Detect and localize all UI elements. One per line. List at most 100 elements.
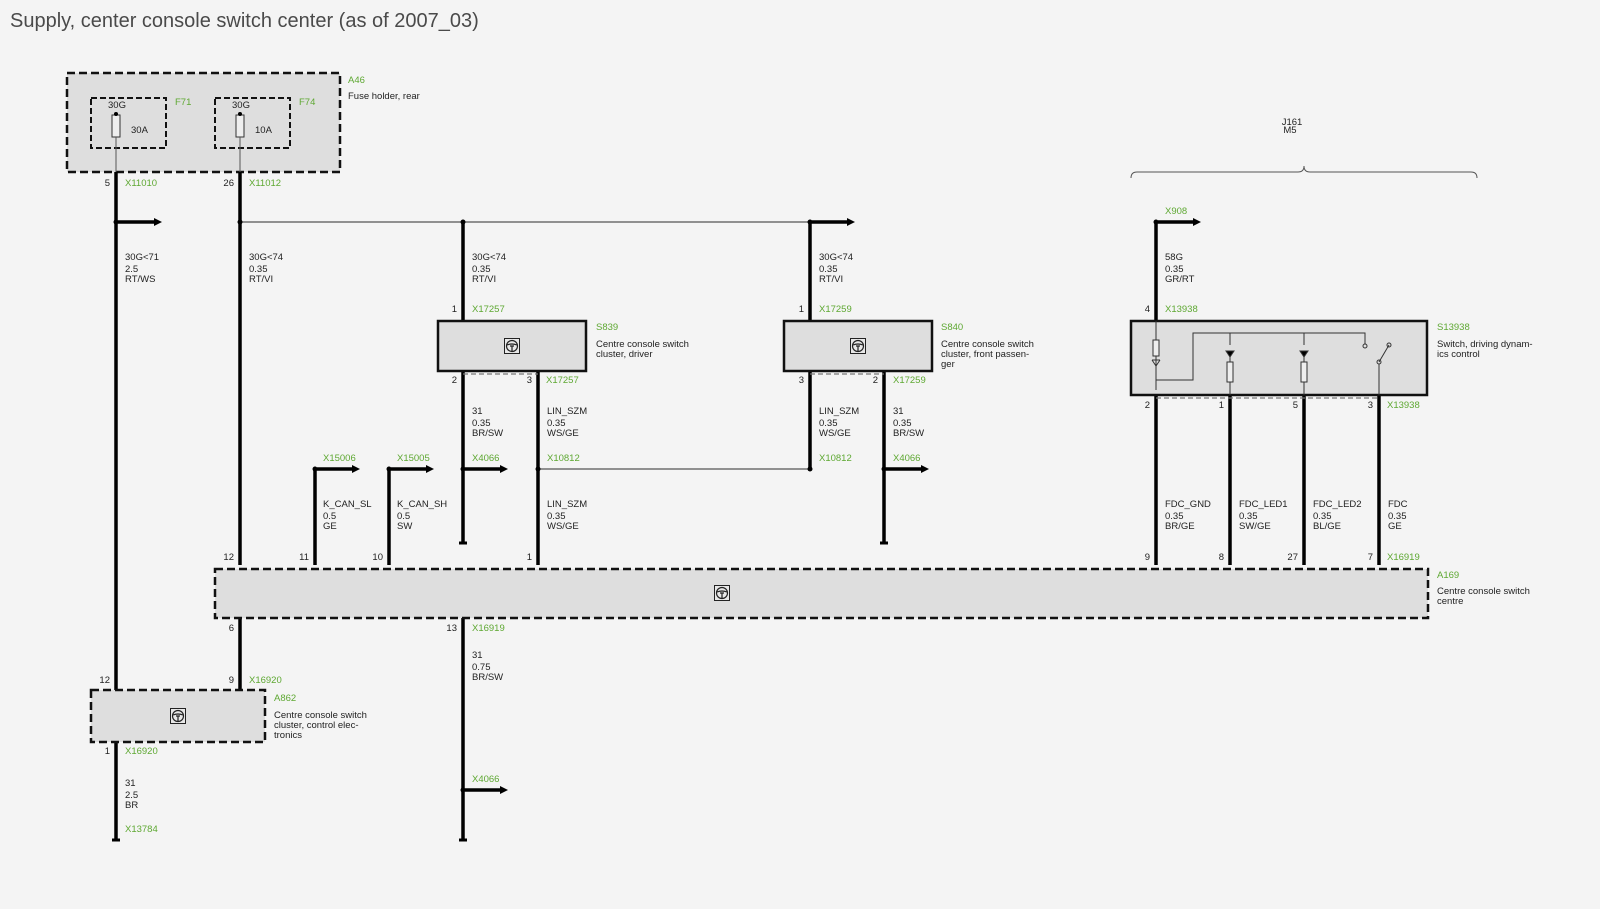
pin-number: 2 — [873, 375, 878, 386]
wire-color-label: SW — [397, 521, 412, 532]
junction-dots — [113, 219, 1159, 793]
pin-number: 2 — [1145, 400, 1150, 411]
component-desc-s13938: Switch, driving dynam- — [1437, 339, 1533, 350]
wire-signal-label: LIN_SZM — [819, 406, 859, 417]
pin-number: 1 — [527, 552, 532, 563]
pin-number: 3 — [799, 375, 804, 386]
wire-signal-label: 58G — [1165, 252, 1183, 263]
component-s13938[interactable] — [1129, 319, 1429, 399]
wire-size-label: 0.35 — [547, 511, 566, 522]
component-id-a862: A862 — [274, 693, 296, 704]
wire-color-label: BR/SW — [472, 428, 503, 439]
wire-size-label: 0.75 — [472, 662, 491, 673]
wire-signal-label: 31 — [893, 406, 904, 417]
connector-label: X13784 — [125, 824, 158, 835]
component-desc-s840: ger — [941, 359, 955, 370]
connector-label: X13938 — [1165, 304, 1198, 315]
connector-label: X11012 — [249, 178, 281, 189]
wire-signal-label: LIN_SZM — [547, 499, 587, 510]
pin-number: 5 — [105, 178, 110, 189]
wire-signal-label: FDC — [1388, 499, 1408, 510]
connector-label: X15005 — [397, 453, 430, 464]
wire-signal-label: K_CAN_SL — [323, 499, 372, 510]
pin-number: 12 — [99, 675, 110, 686]
connector-label: X17259 — [819, 304, 852, 315]
wire-signal-label: 30G<74 — [819, 252, 853, 263]
pin-number: 9 — [229, 675, 234, 686]
component-a169[interactable] — [213, 567, 1430, 620]
wire-signal-label: FDC_GND — [1165, 499, 1211, 510]
component-desc-s13938: ics control — [1437, 349, 1480, 360]
variant-model: M5 — [1283, 125, 1296, 136]
wire-signal-label: 31 — [472, 406, 483, 417]
component-desc-s839: cluster, driver — [596, 349, 653, 360]
wire-signal-label: FDC_LED1 — [1239, 499, 1288, 510]
connector-label: X4066 — [893, 453, 920, 464]
wire-color-label: BR/GE — [1165, 521, 1195, 532]
component-s840[interactable] — [782, 319, 934, 375]
fuse-rating-f71: 30A — [131, 125, 149, 136]
wire-size-label: 0.35 — [547, 418, 566, 429]
connector-label: X17257 — [546, 375, 579, 386]
wire-color-label: RT/VI — [249, 274, 273, 285]
connector-label: X10812 — [819, 453, 852, 464]
component-a862[interactable] — [89, 688, 267, 744]
component-desc-s839: Centre console switch — [596, 339, 689, 350]
fuse-terminal-f71: 30G — [108, 100, 126, 111]
wire-signal-label: 31 — [125, 778, 136, 789]
wire-size-label: 0.35 — [249, 264, 268, 275]
wire-size-label: 0.35 — [893, 418, 912, 429]
wire-size-label: 0.35 — [1239, 511, 1258, 522]
wire-size-label: 0.5 — [397, 511, 410, 522]
pin-number: 1 — [105, 746, 110, 757]
connector-label: X16919 — [472, 623, 505, 634]
wire-color-label: GE — [1388, 521, 1402, 532]
pin-number: 5 — [1293, 400, 1298, 411]
pin-number: 3 — [1368, 400, 1373, 411]
wire-size-label: 0.35 — [1388, 511, 1407, 522]
connector-label: X908 — [1165, 206, 1187, 217]
wire-color-label: WS/GE — [547, 521, 579, 532]
wire-color-label: RT/VI — [472, 274, 496, 285]
control-unit-icon — [850, 338, 866, 354]
fuse-icon — [235, 112, 245, 138]
component-desc-a862: Centre console switch — [274, 710, 367, 721]
pin-number: 9 — [1145, 552, 1150, 563]
fuse-holder-a46[interactable] — [65, 71, 342, 174]
pin-number: 13 — [446, 623, 457, 634]
connector-label: X4066 — [472, 774, 499, 785]
component-desc-s840: cluster, front passen- — [941, 349, 1029, 360]
fuse-icon — [111, 112, 121, 138]
wire-color-label: RT/WS — [125, 274, 155, 285]
component-id-s839: S839 — [596, 322, 618, 333]
wire-color-label: WS/GE — [547, 428, 579, 439]
connector-label: X16919 — [1387, 552, 1420, 563]
continuation-arrows[interactable] — [118, 218, 1201, 794]
connector-label: X11010 — [125, 178, 157, 189]
component-id-a169: A169 — [1437, 570, 1459, 581]
component-s839[interactable] — [436, 319, 588, 375]
wire-signal-label: 30G<74 — [472, 252, 506, 263]
wire-signal-label: FDC_LED2 — [1313, 499, 1362, 510]
wire-color-label: BL/GE — [1313, 521, 1341, 532]
component-desc-a862: cluster, control elec- — [274, 720, 358, 731]
wires — [112, 172, 1381, 842]
pin-number: 1 — [799, 304, 804, 315]
wire-color-label: SW/GE — [1239, 521, 1271, 532]
wire-size-label: 0.35 — [819, 264, 838, 275]
connector-label: X13938 — [1387, 400, 1420, 411]
component-desc-a169: Centre console switch — [1437, 586, 1530, 597]
wire-color-label: GE — [323, 521, 337, 532]
fuse-terminal-f74: 30G — [232, 100, 250, 111]
connector-label: X16920 — [125, 746, 158, 757]
pin-number: 8 — [1219, 552, 1224, 563]
control-unit-icon — [504, 338, 520, 354]
pin-number: 27 — [1287, 552, 1298, 563]
component-desc-s840: Centre console switch — [941, 339, 1034, 350]
fuse-rating-f74: 10A — [255, 125, 273, 136]
wire-color-label: BR/SW — [893, 428, 924, 439]
wire-size-label: 0.5 — [323, 511, 336, 522]
connector-label: X10812 — [547, 453, 580, 464]
wire-color-label: BR — [125, 800, 138, 811]
page-title: Supply, center console switch center (as… — [10, 10, 479, 32]
